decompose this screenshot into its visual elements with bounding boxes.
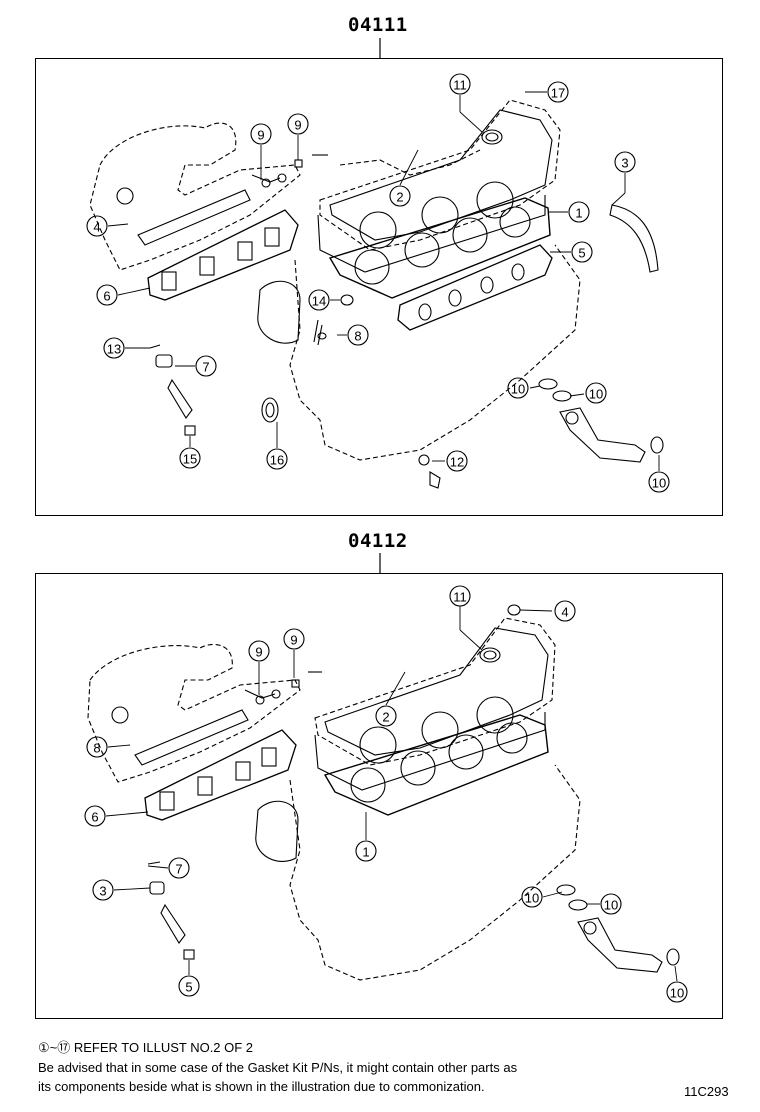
- callout-label: 16: [270, 453, 284, 468]
- callout-6-lower: [84, 805, 106, 827]
- callout-1-lower: [355, 840, 377, 862]
- callout-9b-upper: [287, 113, 309, 135]
- callout-label: 9: [255, 645, 262, 660]
- upper-leader-lines: [107, 91, 660, 471]
- callout-1-upper: [568, 201, 590, 223]
- callout-8-upper: [347, 324, 369, 346]
- callout-label: 9: [257, 128, 264, 143]
- upper-engine-drawing: [89, 99, 664, 489]
- callout-label: 12: [450, 455, 464, 470]
- callout-11-upper: [449, 73, 471, 95]
- callout-9a-lower: [248, 640, 270, 662]
- callout-label: 10: [511, 382, 525, 397]
- callout-label: 7: [202, 360, 209, 375]
- callout-14-upper: [308, 289, 330, 311]
- callout-15-upper: [179, 447, 201, 469]
- callout-label: 13: [107, 342, 121, 357]
- callout-label: 1: [362, 845, 369, 860]
- callout-label: 5: [185, 980, 192, 995]
- callout-6-upper: [96, 284, 118, 306]
- reference-text: REFER TO ILLUST NO.2 OF 2: [73, 1040, 254, 1055]
- lower-engine-drawing: [87, 604, 680, 981]
- callout-10b-upper: [585, 382, 607, 404]
- lower-kit-part-number: 04112: [348, 530, 408, 552]
- callout-4-upper: [86, 215, 108, 237]
- callout-label: 2: [382, 710, 389, 725]
- lower-callouts: [84, 585, 688, 1003]
- callout-9b-lower: [283, 628, 305, 650]
- callout-13-upper: [103, 337, 125, 359]
- callout-label: 10: [525, 891, 539, 906]
- callout-8-lower: [86, 736, 108, 758]
- callout-label: 3: [99, 884, 106, 899]
- callout-label: 10: [604, 898, 618, 913]
- callout-16-upper: [266, 448, 288, 470]
- callout-5-upper: [571, 241, 593, 263]
- callout-7-lower: [168, 857, 190, 879]
- callout-10a-lower: [521, 886, 543, 908]
- callout-label: 4: [93, 220, 100, 235]
- lower-kit-frame: [35, 573, 723, 1019]
- callout-label: 10: [652, 476, 666, 491]
- callout-label: 9: [290, 633, 297, 648]
- callout-3-upper: [614, 151, 636, 173]
- callout-7-upper: [195, 355, 217, 377]
- callout-label: 6: [91, 810, 98, 825]
- lower-leader-lines: [105, 606, 678, 982]
- callout-label: 1: [575, 206, 582, 221]
- callout-17-upper: [547, 81, 569, 103]
- callout-10b-lower: [600, 893, 622, 915]
- upper-kit-frame: [35, 58, 723, 516]
- callout-label: 5: [578, 246, 585, 261]
- callout-10a-upper: [507, 377, 529, 399]
- callout-label: 15: [183, 452, 197, 467]
- callout-label: 6: [103, 289, 110, 304]
- callout-label: 10: [670, 986, 684, 1001]
- upper-callouts: [86, 73, 670, 493]
- callout-label: 4: [561, 605, 568, 620]
- callout-label: 14: [312, 294, 326, 309]
- callout-12-upper: [446, 450, 468, 472]
- callout-5-lower: [178, 975, 200, 997]
- callout-4-lower: [554, 600, 576, 622]
- callout-10c-upper: [648, 471, 670, 493]
- callout-label: 7: [175, 862, 182, 877]
- reference-note: ①~⑰ REFER TO ILLUST NO.2 OF 2: [38, 1038, 253, 1057]
- callout-2-lower: [375, 705, 397, 727]
- callout-2-upper: [389, 185, 411, 207]
- callout-label: 11: [453, 78, 467, 93]
- callout-label: 8: [354, 329, 361, 344]
- illustration-code: 11C293: [684, 1084, 729, 1099]
- upper-kit-part-number: 04111: [348, 14, 408, 36]
- callout-label: 8: [93, 741, 100, 756]
- callout-11-lower: [449, 585, 471, 607]
- callout-label: 17: [551, 86, 565, 101]
- callout-label: 2: [396, 190, 403, 205]
- callout-label: 3: [621, 156, 628, 171]
- callout-label: 11: [453, 590, 467, 605]
- callout-3-lower: [92, 879, 114, 901]
- advisory-line-2: its components beside what is shown in t…: [38, 1079, 485, 1094]
- reference-range: ①~⑰: [38, 1040, 71, 1055]
- callout-9a-upper: [250, 123, 272, 145]
- callout-label: 9: [294, 118, 301, 133]
- advisory-line-1: Be advised that in some case of the Gask…: [38, 1060, 518, 1075]
- callout-label: 10: [589, 387, 603, 402]
- callout-10c-lower: [666, 981, 688, 1003]
